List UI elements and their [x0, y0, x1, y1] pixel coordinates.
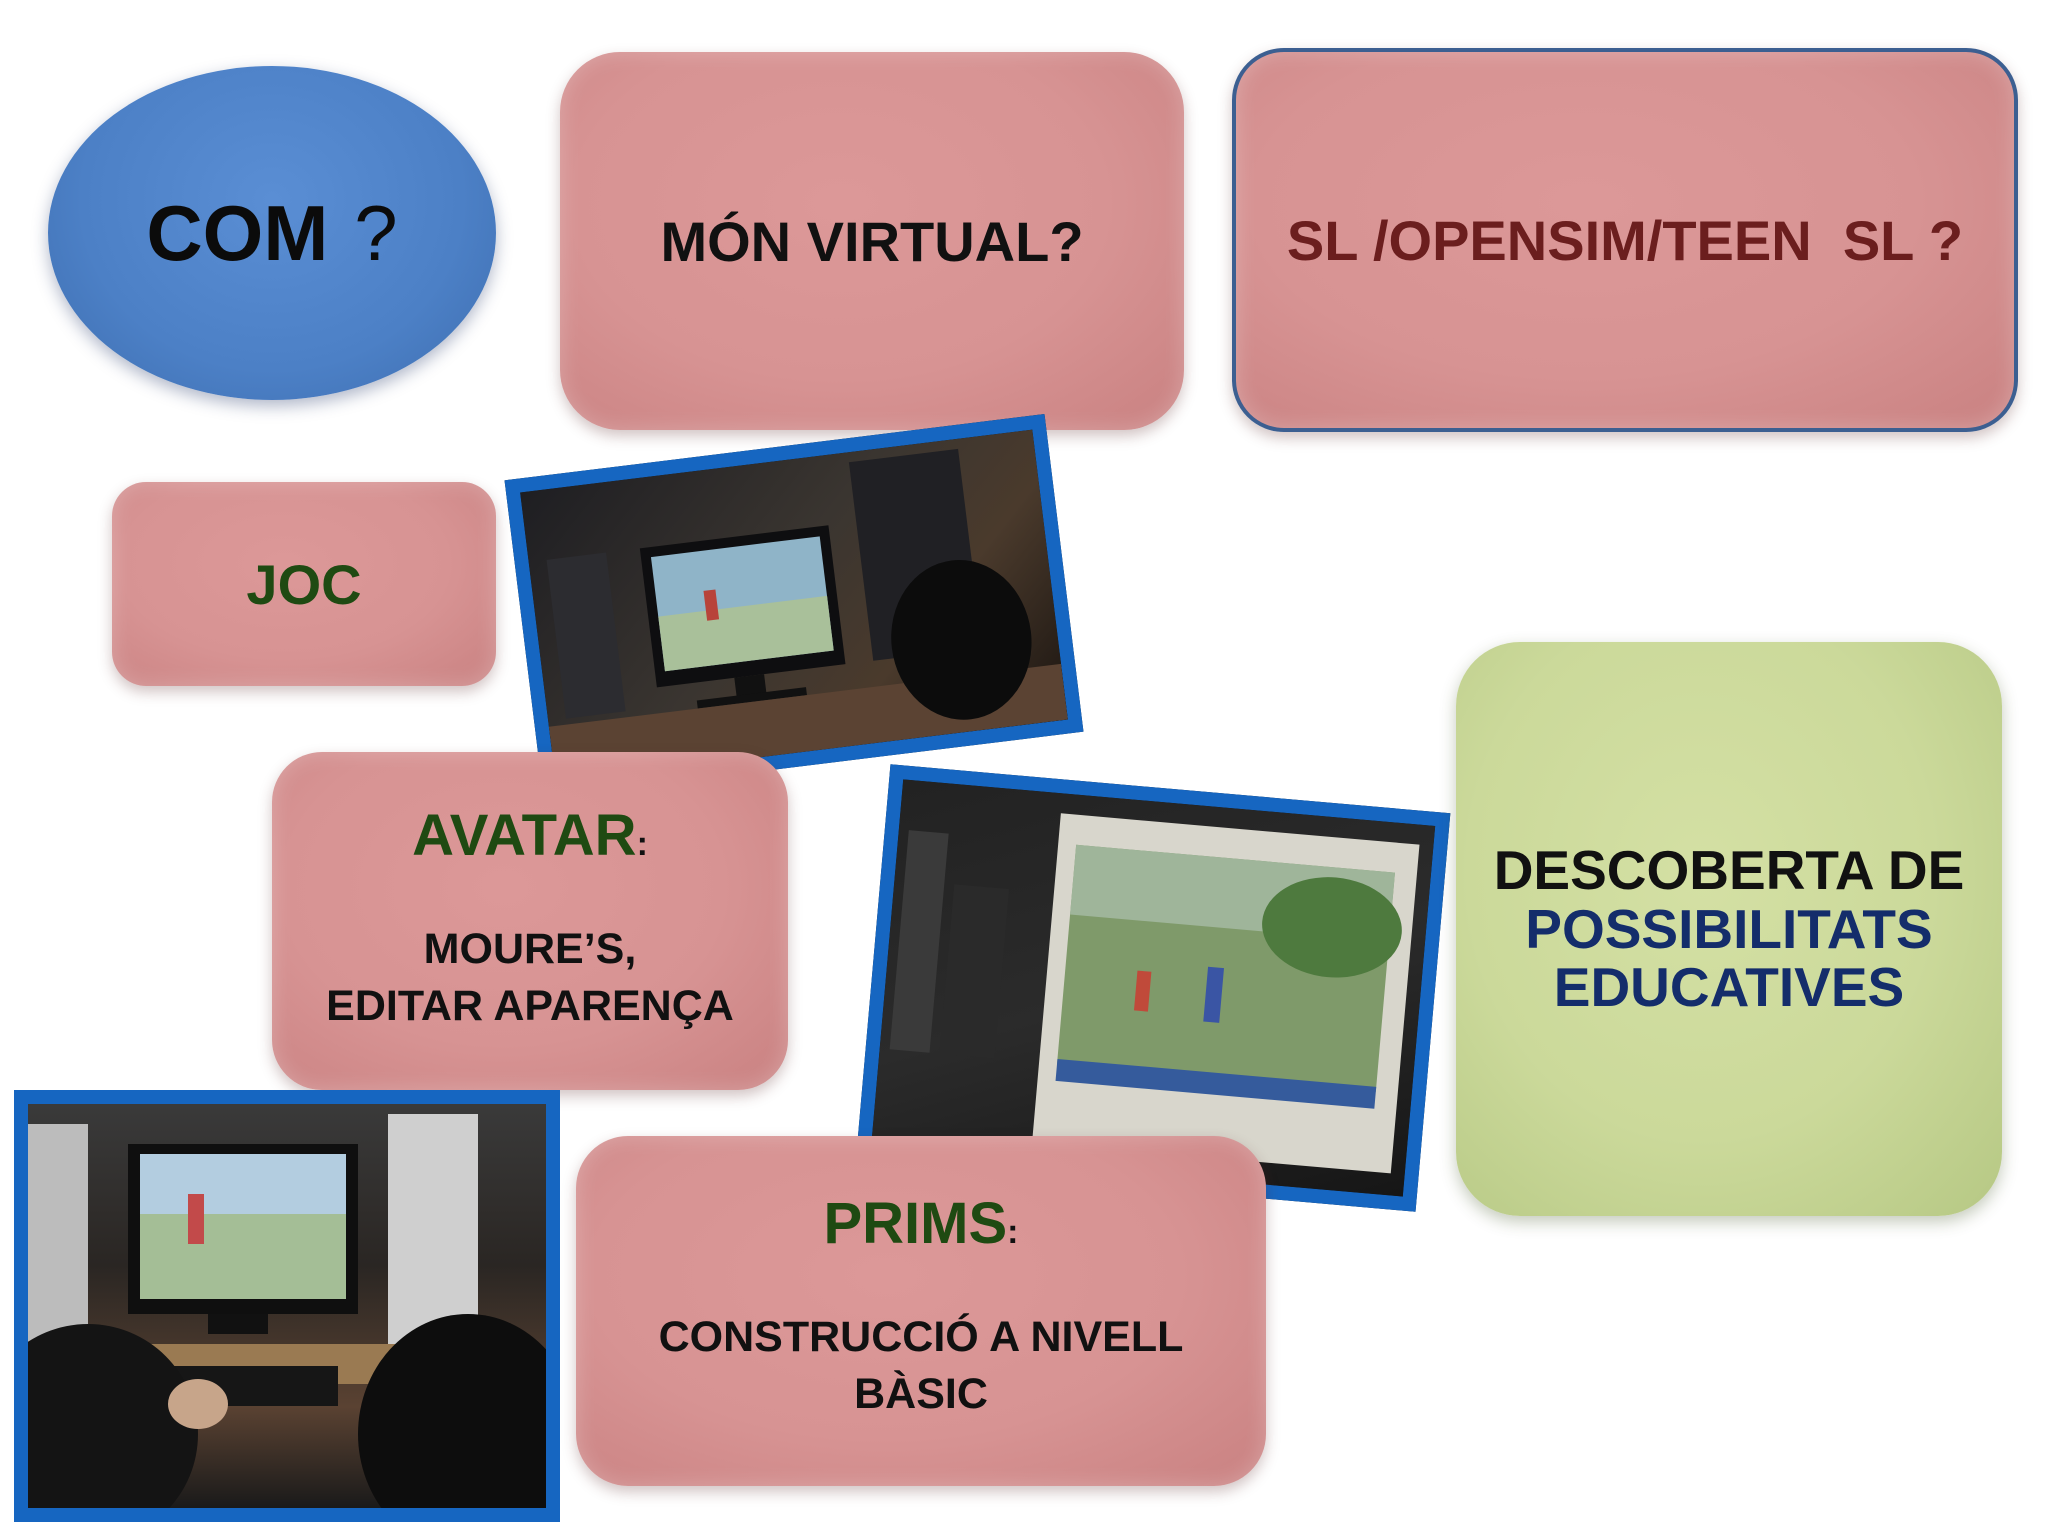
descoberta-line-2: POSSIBILITATS — [1525, 897, 1933, 960]
avatar-colon: : — [636, 825, 648, 863]
com-oval: COM ? — [48, 66, 496, 400]
prims-title: PRIMS: — [823, 1190, 1018, 1257]
mon-virtual-box: MÓN VIRTUAL? — [560, 52, 1184, 430]
descoberta-line-1: DESCOBERTA DE — [1493, 838, 1965, 901]
com-question-mark: ? — [354, 188, 398, 277]
avatar-line-1: MOURE’S, — [423, 925, 637, 973]
avatar-line-2: EDITAR APARENÇA — [326, 982, 734, 1030]
descoberta-box: DESCOBERTA DE POSSIBILITATS EDUCATIVES — [1456, 642, 2002, 1216]
avatar-title-text: AVATAR — [412, 803, 637, 868]
com-label: COM — [146, 188, 329, 277]
mon-virtual-label: MÓN VIRTUAL? — [660, 209, 1084, 273]
prims-title-text: PRIMS — [823, 1191, 1008, 1256]
photo-student-computer — [504, 414, 1084, 798]
students-computers-icon — [28, 1114, 546, 1508]
prims-line-1: CONSTRUCCIÓ A NIVELL — [658, 1313, 1184, 1361]
prims-colon: : — [1007, 1213, 1019, 1251]
photo-students-keyboards — [14, 1090, 560, 1522]
joc-label: JOC — [246, 552, 362, 616]
joc-box: JOC — [112, 482, 496, 686]
prims-box: PRIMS: CONSTRUCCIÓ A NIVELL BÀSIC — [576, 1136, 1266, 1486]
sl-opensim-label: SL /OPENSIM/TEEN SL ? — [1286, 208, 1964, 272]
prims-line-2: BÀSIC — [854, 1370, 988, 1418]
avatar-title: AVATAR: — [412, 802, 648, 869]
sl-opensim-box: SL /OPENSIM/TEEN SL ? — [1232, 48, 2018, 432]
projector-screen-icon — [889, 813, 1420, 1174]
photo-projector-screen — [855, 764, 1451, 1212]
descoberta-line-3: EDUCATIVES — [1553, 956, 1905, 1019]
computer-monitor-icon — [546, 448, 1068, 783]
avatar-box: AVATAR: MOURE’S, EDITAR APARENÇA — [272, 752, 788, 1090]
